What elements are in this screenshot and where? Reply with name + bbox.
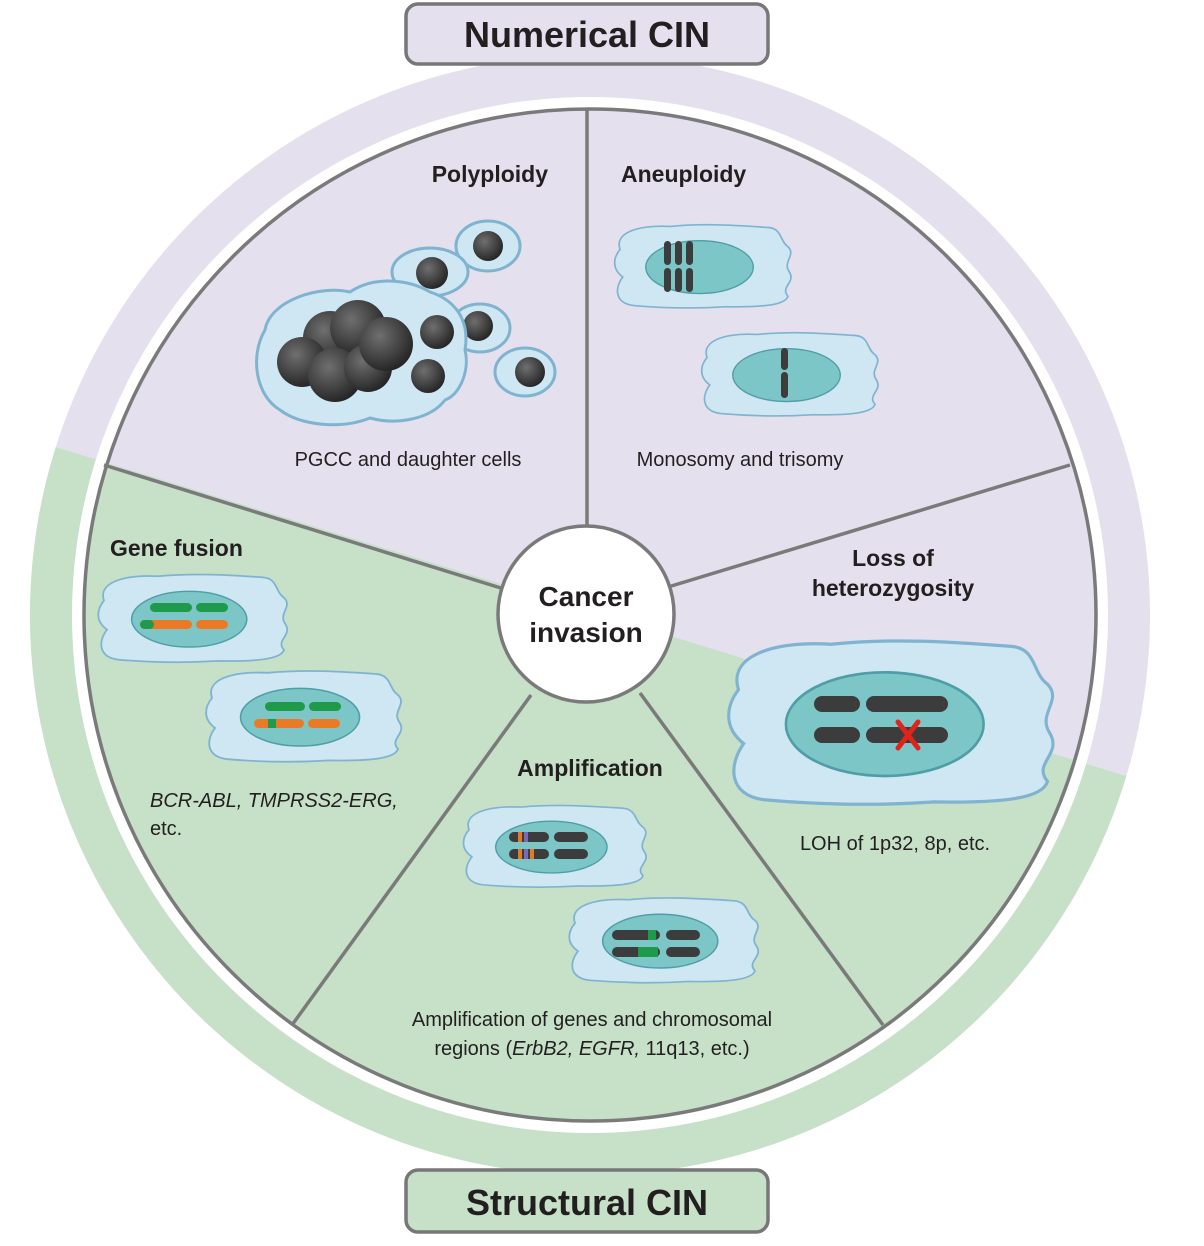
loh-title-line2: heterozygosity bbox=[812, 575, 975, 601]
sector-aneuploidy: Aneuploidy Monosomy and trisomy bbox=[613, 161, 879, 471]
center-label-line2: invasion bbox=[529, 617, 643, 648]
sector-amplification: Amplification Amplification of genes and… bbox=[412, 755, 772, 1060]
numerical-cin-banner: Numerical CIN bbox=[404, 2, 770, 66]
loh-cell bbox=[727, 639, 1055, 806]
polyploidy-caption: PGCC and daughter cells bbox=[295, 449, 522, 471]
gene-fusion-caption-line2: etc. bbox=[150, 818, 182, 840]
loh-deletion-x-icon bbox=[895, 719, 921, 751]
trisomy-cell bbox=[613, 223, 792, 309]
structural-cin-label: Structural CIN bbox=[466, 1182, 708, 1223]
loh-title-line1: Loss of bbox=[852, 545, 934, 571]
monosomy-cell bbox=[700, 331, 879, 417]
gene-fusion-cell-1 bbox=[97, 573, 289, 664]
amplification-caption-line1: Amplification of genes and chromosomal bbox=[412, 1009, 772, 1031]
amplification-cell-2 bbox=[568, 897, 760, 984]
sector-gene-fusion: Gene fusion BCR-ABL, TMPRSS2-ERG, etc. bbox=[97, 535, 403, 840]
pgcc-cell-illustration bbox=[255, 219, 557, 427]
center-circle: Cancer invasion bbox=[496, 524, 676, 704]
loh-caption: LOH of 1p32, 8p, etc. bbox=[800, 833, 990, 855]
polyploidy-title: Polyploidy bbox=[432, 161, 549, 187]
sector-loh: Loss of heterozygosity LOH of 1p32, 8p, … bbox=[727, 545, 1055, 855]
numerical-cin-label: Numerical CIN bbox=[464, 14, 710, 55]
sector-dividers bbox=[103, 110, 1071, 1027]
aneuploidy-caption: Monosomy and trisomy bbox=[637, 449, 844, 471]
sector-polyploidy: Polyploidy PGCC and daughter cells bbox=[255, 161, 557, 471]
gene-fusion-caption-line1: BCR-ABL, TMPRSS2-ERG, bbox=[150, 790, 398, 812]
amplification-cell-1 bbox=[462, 804, 647, 889]
gene-fusion-title: Gene fusion bbox=[110, 535, 243, 561]
aneuploidy-title: Aneuploidy bbox=[621, 161, 746, 187]
amplification-caption-line2: regions (ErbB2, EGFR, 11q13, etc.) bbox=[434, 1038, 749, 1060]
gene-fusion-cell-2 bbox=[205, 670, 403, 763]
structural-cin-banner: Structural CIN bbox=[404, 1168, 770, 1234]
inner-disk-border bbox=[82, 107, 1098, 1123]
amplification-title: Amplification bbox=[517, 755, 663, 781]
center-label-line1: Cancer bbox=[539, 581, 634, 612]
